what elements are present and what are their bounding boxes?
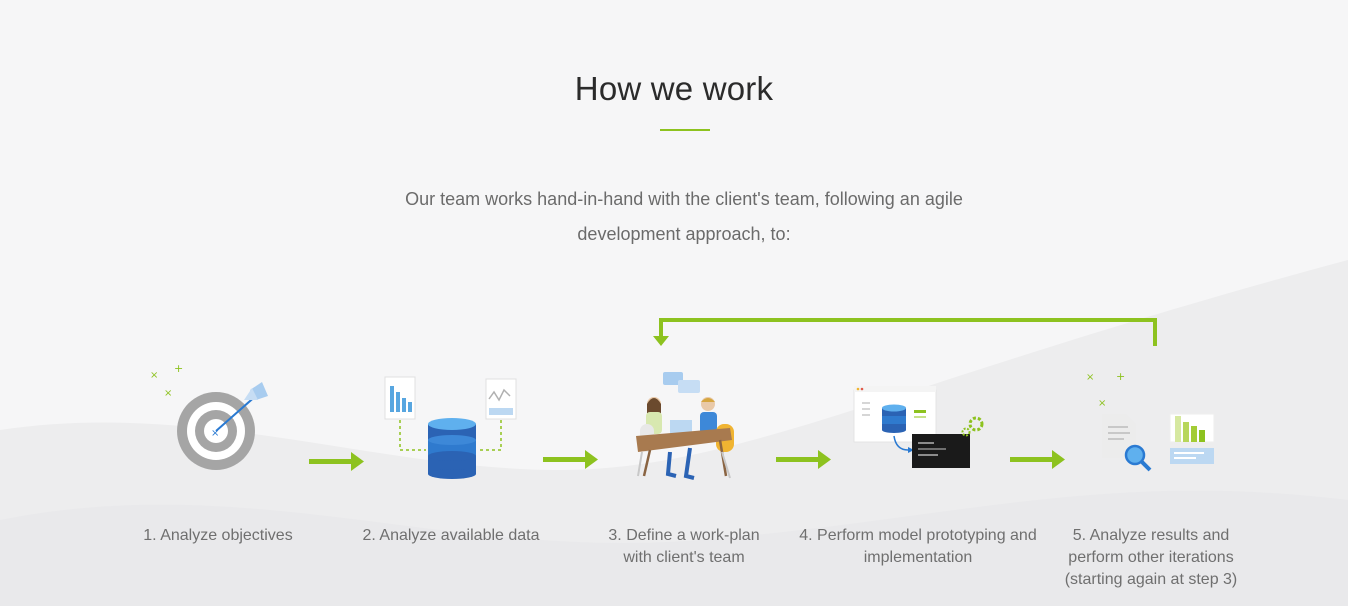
svg-text:×: × bbox=[1098, 398, 1106, 409]
intro-text: Our team works hand-in-hand with the cli… bbox=[405, 189, 963, 244]
svg-text:×: × bbox=[1086, 372, 1094, 383]
step-arrow-1 bbox=[309, 452, 364, 471]
step-arrow-3 bbox=[776, 450, 831, 469]
title-underline bbox=[660, 129, 710, 131]
iteration-loop-arrow bbox=[653, 318, 1157, 346]
section-title: How we work bbox=[574, 70, 774, 107]
step-arrow-2 bbox=[543, 450, 598, 469]
step-label-4: 4. Perform model prototyping and impleme… bbox=[799, 527, 1037, 566]
target-icon: × + × × bbox=[150, 362, 268, 470]
svg-text:+: + bbox=[1116, 370, 1125, 383]
svg-text:×: × bbox=[164, 388, 172, 399]
model-prototyping-icon bbox=[853, 386, 984, 468]
step-label-2: 2. Analyze available data bbox=[362, 527, 540, 544]
team-meeting-icon bbox=[636, 372, 734, 480]
database-icon bbox=[384, 376, 517, 479]
step-arrow-4 bbox=[1010, 450, 1065, 469]
svg-text:×: × bbox=[211, 428, 219, 439]
step-label-1: 1. Analyze objectives bbox=[143, 527, 293, 544]
step-label-5: 5. Analyze results and perform other ite… bbox=[1064, 527, 1238, 588]
step-label-3: 3. Define a work-plan with client's team bbox=[608, 527, 760, 566]
results-analysis-icon: × + × bbox=[1086, 370, 1215, 472]
svg-text:×: × bbox=[150, 370, 158, 381]
svg-text:+: + bbox=[174, 362, 183, 375]
